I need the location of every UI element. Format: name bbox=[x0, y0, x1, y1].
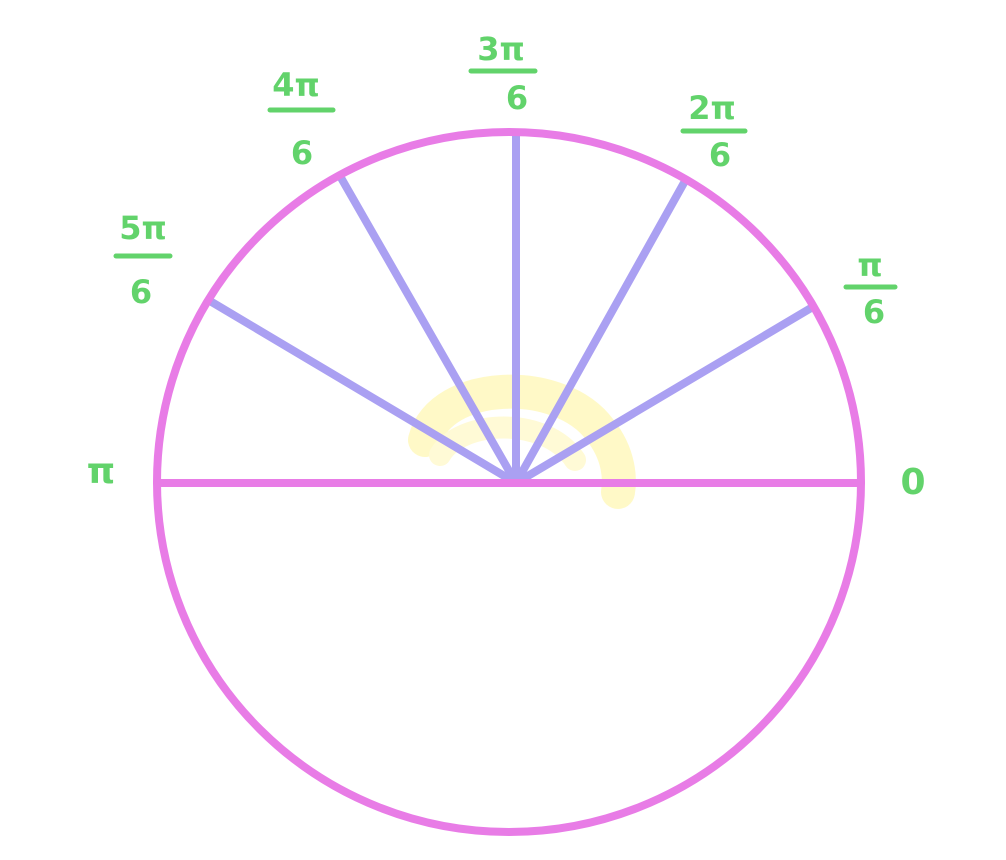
label-pi-over-6: π 6 bbox=[843, 246, 898, 331]
label-2pi-over-6-denominator: 6 bbox=[709, 136, 731, 174]
label-3pi-over-6-numerator: 3π bbox=[477, 30, 525, 68]
unit-circle bbox=[153, 128, 865, 836]
spoke-2pi-over-6 bbox=[512, 177, 689, 487]
label-2pi-over-6-numerator: 2π bbox=[688, 89, 736, 127]
label-zero: 0 bbox=[900, 462, 925, 503]
label-pi-over-6-numerator: π bbox=[857, 246, 882, 284]
spoke-5pi-over-6 bbox=[206, 297, 520, 487]
angle-spokes bbox=[206, 129, 815, 487]
label-3pi-over-6-denominator: 6 bbox=[506, 79, 528, 117]
label-5pi-over-6-numerator: 5π bbox=[119, 209, 167, 247]
label-pi: π bbox=[87, 451, 115, 492]
spoke-pi-over-6 bbox=[512, 304, 815, 487]
label-4pi-over-6-denominator: 6 bbox=[291, 134, 313, 172]
label-4pi-over-6-numerator: 4π bbox=[272, 66, 320, 104]
label-2pi-over-6: 2π 6 bbox=[680, 89, 748, 174]
highlight-outer bbox=[408, 374, 636, 509]
highlight-inner bbox=[429, 416, 586, 471]
label-5pi-over-6-denominator: 6 bbox=[130, 273, 152, 311]
label-pi-over-6-denominator: 6 bbox=[863, 293, 885, 331]
label-5pi-over-6: 5π 6 bbox=[113, 209, 173, 311]
spoke-4pi-over-6 bbox=[336, 172, 520, 487]
label-3pi-over-6: 3π 6 bbox=[468, 30, 538, 117]
label-4pi-over-6: 4π 6 bbox=[267, 66, 336, 172]
